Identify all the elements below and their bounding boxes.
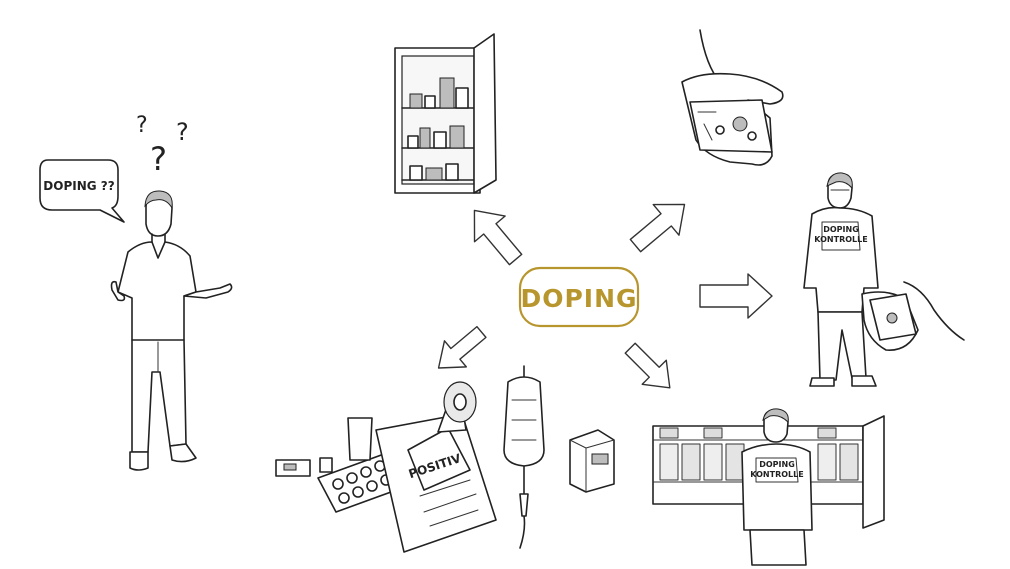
doping-control-officer-icon: DOPING KONTROLLE xyxy=(804,173,964,386)
arrow-down-left xyxy=(428,319,493,381)
vest-label-bottom-line2: KONTROLLE xyxy=(750,470,803,479)
question-mark-1: ? xyxy=(136,113,148,138)
question-mark-3: ? xyxy=(176,118,189,146)
vest-label-bottom-line1: DOPING xyxy=(759,460,795,469)
hand-cash-icon xyxy=(682,30,783,165)
vest-label-top-line2: KONTROLLE xyxy=(814,235,867,244)
arrow-up-left xyxy=(459,198,531,273)
confused-man: DOPING ?? ? ? ? xyxy=(40,113,232,470)
speech-bubble-text: DOPING ?? xyxy=(43,179,114,193)
iv-drip-icon xyxy=(504,366,544,548)
locker-room-icon: DOPING KONTROLLE xyxy=(653,409,884,565)
vest-label-top-line1: DOPING xyxy=(823,225,859,234)
arrow-up-right xyxy=(623,189,698,261)
arrow-down-right xyxy=(618,336,682,400)
medicine-cabinet-icon xyxy=(395,34,496,193)
stamp-icon: POSITIV xyxy=(376,382,496,552)
question-mark-2: ? xyxy=(150,140,167,178)
medicine-box-icon xyxy=(570,430,614,492)
arrow-right xyxy=(700,274,772,318)
center-label: DOPING xyxy=(520,284,637,313)
center-label-box: DOPING xyxy=(520,268,638,326)
